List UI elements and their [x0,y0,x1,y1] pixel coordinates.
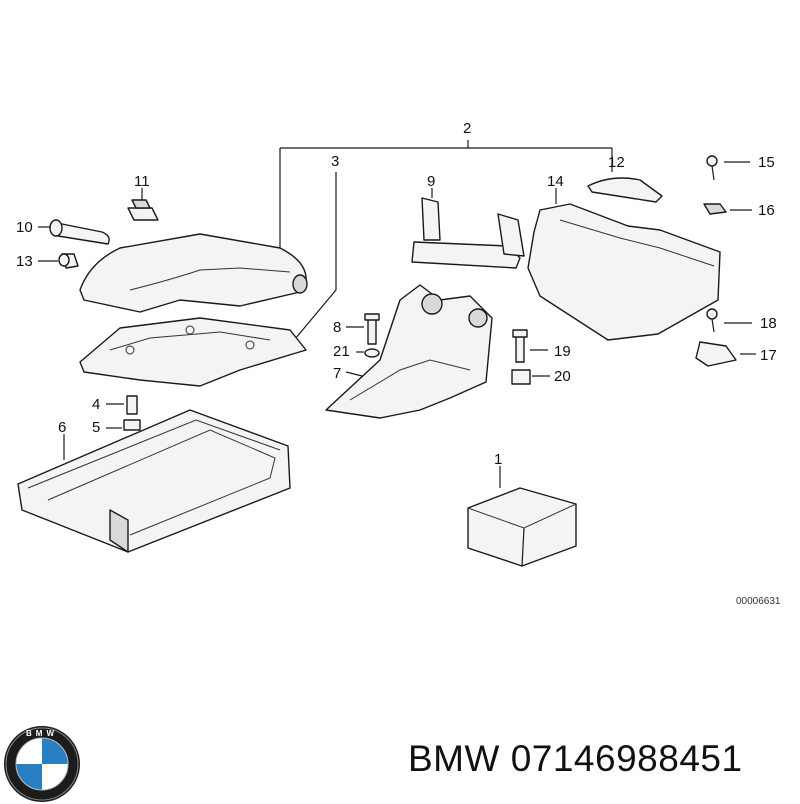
callout-20: 20 [554,368,571,385]
part-number-caption: BMW 07146988451 [408,738,743,779]
part-13-plug [38,253,79,269]
part-12-cap [587,177,663,203]
part-18-screw [706,308,752,333]
callout-21: 21 [333,343,350,360]
callout-11: 11 [134,173,150,190]
part-6-tray [17,409,291,553]
callout-7: 7 [333,365,341,382]
part-5-nut [106,419,141,431]
bmw-logo: BMW [4,726,80,802]
logo-quadrants [15,737,69,791]
callout-5: 5 [92,419,100,436]
part-14-side-panel [527,188,721,341]
callout-1: 1 [494,451,502,468]
callout-19: 19 [554,343,571,360]
callout-13: 13 [16,253,33,270]
callout-14: 14 [547,173,564,190]
lid-inner-panel [79,317,307,387]
armrest-lid [79,233,308,313]
logo-letters: BMW [26,729,58,738]
callout-3: 3 [331,153,339,170]
part-9-hinge [411,188,525,269]
callout-18: 18 [760,315,777,332]
callout-8: 8 [333,319,341,336]
callout-2: 2 [463,120,471,137]
part-4-screw [106,395,138,415]
part-20-spacer [511,369,550,385]
callout-4: 4 [92,396,100,413]
part-21-washer [356,348,380,358]
part-10-pin [38,219,110,245]
part-16-clip [703,203,752,215]
callout-12: 12 [608,154,625,171]
part-17-bracket [695,341,756,367]
callout-16: 16 [758,202,775,219]
callout-17: 17 [760,347,777,364]
callout-9: 9 [427,173,435,190]
figure-number: 00006631 [736,596,781,607]
callout-10: 10 [16,219,33,236]
part-15-screw [706,155,750,181]
group-bracket-2 [279,140,613,346]
part-7-hinge-bracket [325,284,493,419]
part-19-bolt [512,329,548,363]
callout-6: 6 [58,419,66,436]
part-8-bolt [346,313,380,345]
callout-15: 15 [758,154,775,171]
part-1-box [467,466,577,567]
part-11-clip [127,188,159,221]
